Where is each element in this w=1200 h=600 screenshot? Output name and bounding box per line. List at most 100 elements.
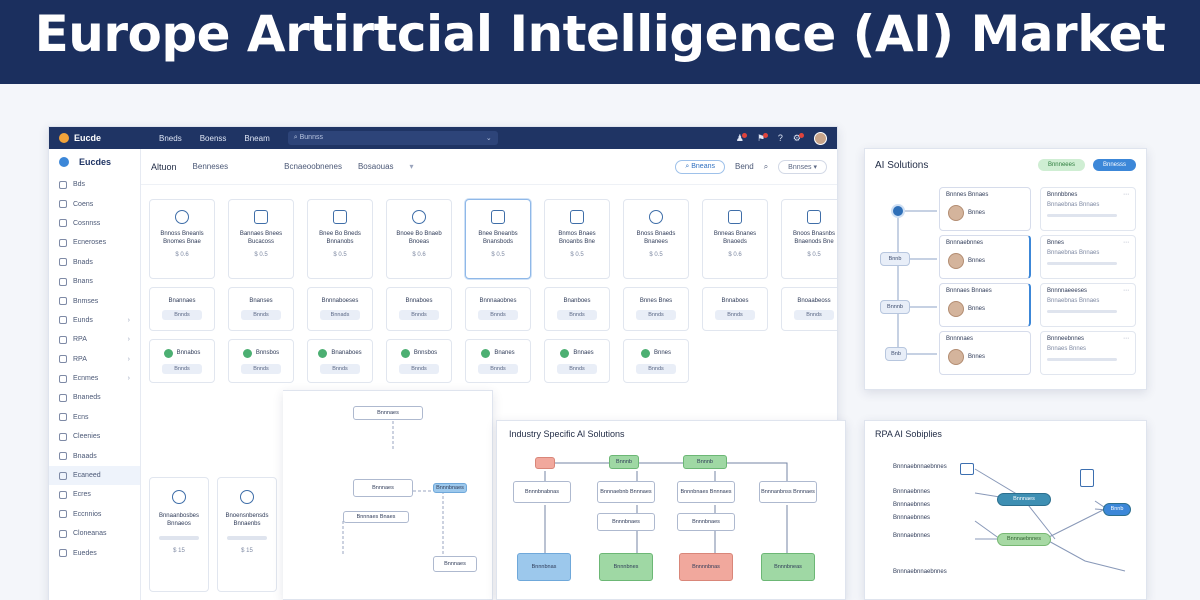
category-button[interactable]: Bnnads — [320, 310, 360, 320]
search-icon[interactable]: ⌕ — [763, 161, 769, 171]
info-card[interactable]: Bnnes⋯Bnnaebnas Bnnaes — [1040, 235, 1136, 279]
search-input[interactable]: ⌕ Bunnss ⌄ — [287, 131, 498, 145]
solution-card[interactable]: Bnee Bo Bneds Bnnanobs$ 0.5 — [307, 199, 373, 279]
info-card[interactable]: Bnnnbbnes⋯Bnnaebnas Bnnaes — [1040, 187, 1136, 231]
solution-card[interactable]: Bnoee Bo Bnaeb Bnoeas$ 0.6 — [386, 199, 452, 279]
category-button[interactable]: Bnnds — [636, 310, 676, 320]
sidebar-item[interactable]: Eunds› — [49, 311, 140, 330]
sidebar-item[interactable]: RPA› — [49, 330, 140, 349]
workflow-node[interactable]: Bnnnaes Bnaes — [343, 511, 409, 523]
industry-node[interactable]: Bnnnanbnss Bnnnaes — [759, 481, 817, 503]
avatar[interactable] — [814, 131, 827, 145]
product-card[interactable]: Bnnaanbosbes Bnnaeos$ 15 — [149, 477, 209, 592]
industry-node[interactable]: Bnnnbnaes — [597, 513, 655, 531]
sidebar-item[interactable]: Cosnnss — [49, 214, 140, 233]
status-button[interactable]: Bnnds — [162, 363, 202, 374]
workflow-node[interactable]: Bnnnaes — [353, 406, 423, 420]
sidebar-item[interactable]: RPA› — [49, 350, 140, 369]
start-node-icon[interactable] — [891, 204, 905, 218]
more-icon[interactable]: ⋯ — [1123, 288, 1129, 294]
header-tab[interactable]: Benneses — [192, 162, 229, 171]
top-nav-3[interactable]: Bneam — [244, 133, 270, 143]
status-button[interactable]: Bnnds — [320, 363, 360, 374]
primary-filter-button[interactable]: ⌕ Bneans — [675, 159, 725, 174]
rpa-node[interactable]: Bnnb — [1103, 503, 1131, 516]
sidebar-item[interactable]: Ecnmes› — [49, 369, 140, 388]
alert-icon[interactable]: ⚑ — [757, 132, 768, 144]
sidebar-item[interactable]: Bnans — [49, 272, 140, 291]
solution-card[interactable]: Bnoss Bnaeds Bnanees$ 0.5 — [623, 199, 689, 279]
sidebar-item[interactable]: Ecaneed — [49, 465, 140, 486]
status-button[interactable]: Bnnds — [399, 363, 439, 374]
sidebar-item[interactable]: Ecns — [49, 408, 140, 427]
workflow-node[interactable]: Bnnnaes — [433, 556, 477, 572]
action-chip[interactable]: Bnnesss — [1092, 159, 1136, 171]
industry-node[interactable]: Bnnnbnaes Bnnnaes — [677, 481, 735, 503]
category-button[interactable]: Bnnds — [241, 310, 281, 320]
sidebar-item[interactable]: Bnaneds — [49, 388, 140, 407]
category-button[interactable]: Bnnds — [162, 310, 202, 320]
sidebar-item[interactable]: Ecres — [49, 485, 140, 504]
info-card[interactable]: Bnnneebnnes⋯Bnnaes Bnnes — [1040, 331, 1136, 375]
solution-card[interactable]: Bnee Bneanbs Bnansbods$ 0.5 — [465, 199, 531, 279]
sidebar-item[interactable]: Bnmses — [49, 291, 140, 310]
flow-node[interactable]: Bnnnb — [880, 300, 910, 314]
sidebar-item[interactable]: Cloneanas — [49, 524, 140, 543]
breadcrumb-2[interactable]: Bosaouas — [357, 162, 394, 171]
more-icon[interactable]: ⋯ — [1123, 336, 1129, 342]
industry-start-node[interactable] — [535, 457, 555, 469]
industry-node[interactable]: Bnnnaebnb Bnnnaes — [597, 481, 655, 503]
solution-card[interactable]: Bnoos Bnasnbs Bnaenods Bne$ 0.5 — [781, 199, 837, 279]
more-icon[interactable]: ⋯ — [1123, 240, 1129, 246]
flow-node[interactable]: Bnnb — [880, 252, 910, 266]
sidebar-item[interactable]: Bnaads — [49, 446, 140, 465]
workflow-node[interactable]: Bnnnbnaes — [433, 483, 467, 493]
industry-node[interactable]: Bnnnbneas — [761, 553, 815, 581]
settings-icon[interactable]: ⚙ — [793, 132, 804, 144]
sidebar-item[interactable]: Bds — [49, 175, 140, 194]
notification-icon[interactable]: ♟ — [736, 132, 747, 144]
info-card[interactable]: Bnnnnaeeeses⋯Bnnaebnas Bnnaes — [1040, 283, 1136, 327]
top-nav-2[interactable]: Boenss — [199, 133, 227, 143]
status-button[interactable]: Bnnds — [636, 363, 676, 374]
industry-node[interactable]: Bnnnb — [609, 455, 639, 469]
solution-card[interactable]: Bannaes Bnees Bucacoss$ 0.5 — [228, 199, 294, 279]
rpa-node[interactable]: Bnnnaebnnes — [997, 533, 1051, 546]
top-nav-1[interactable]: Bneds — [159, 133, 182, 143]
solution-card[interactable]: Bnmos Bnaes Bnoanbs Bne$ 0.5 — [544, 199, 610, 279]
industry-node[interactable]: Bnnnb — [683, 455, 727, 469]
sidebar-item[interactable]: Bnads — [49, 253, 140, 272]
workflow-node[interactable]: Bnnnaes — [353, 479, 413, 497]
flow-node[interactable]: Bnb — [885, 347, 907, 361]
category-button[interactable]: Bnnds — [399, 310, 439, 320]
category-button[interactable]: Bnnds — [794, 310, 834, 320]
app-brand-wrap[interactable]: Eucde — [59, 133, 101, 144]
industry-node[interactable]: Bnnnbnes — [599, 553, 653, 581]
status-chip[interactable]: Bnnneees — [1037, 159, 1085, 171]
category-button[interactable]: Bnnds — [478, 310, 518, 320]
status-button[interactable]: Bnnds — [478, 363, 518, 374]
industry-node[interactable]: Bnnnbnas — [517, 553, 571, 581]
solution-card[interactable]: Bnneas Bnanes Bnaoeds$ 0.6 — [702, 199, 768, 279]
sidebar-item[interactable]: Cleenies — [49, 427, 140, 446]
sidebar-item[interactable]: Eccnnios — [49, 505, 140, 524]
sidebar-item[interactable]: Ecneroses — [49, 233, 140, 252]
product-card[interactable]: Bnoensnbensds Bnnaenbs$ 15 — [217, 477, 277, 592]
category-button[interactable]: Bnnds — [557, 310, 597, 320]
